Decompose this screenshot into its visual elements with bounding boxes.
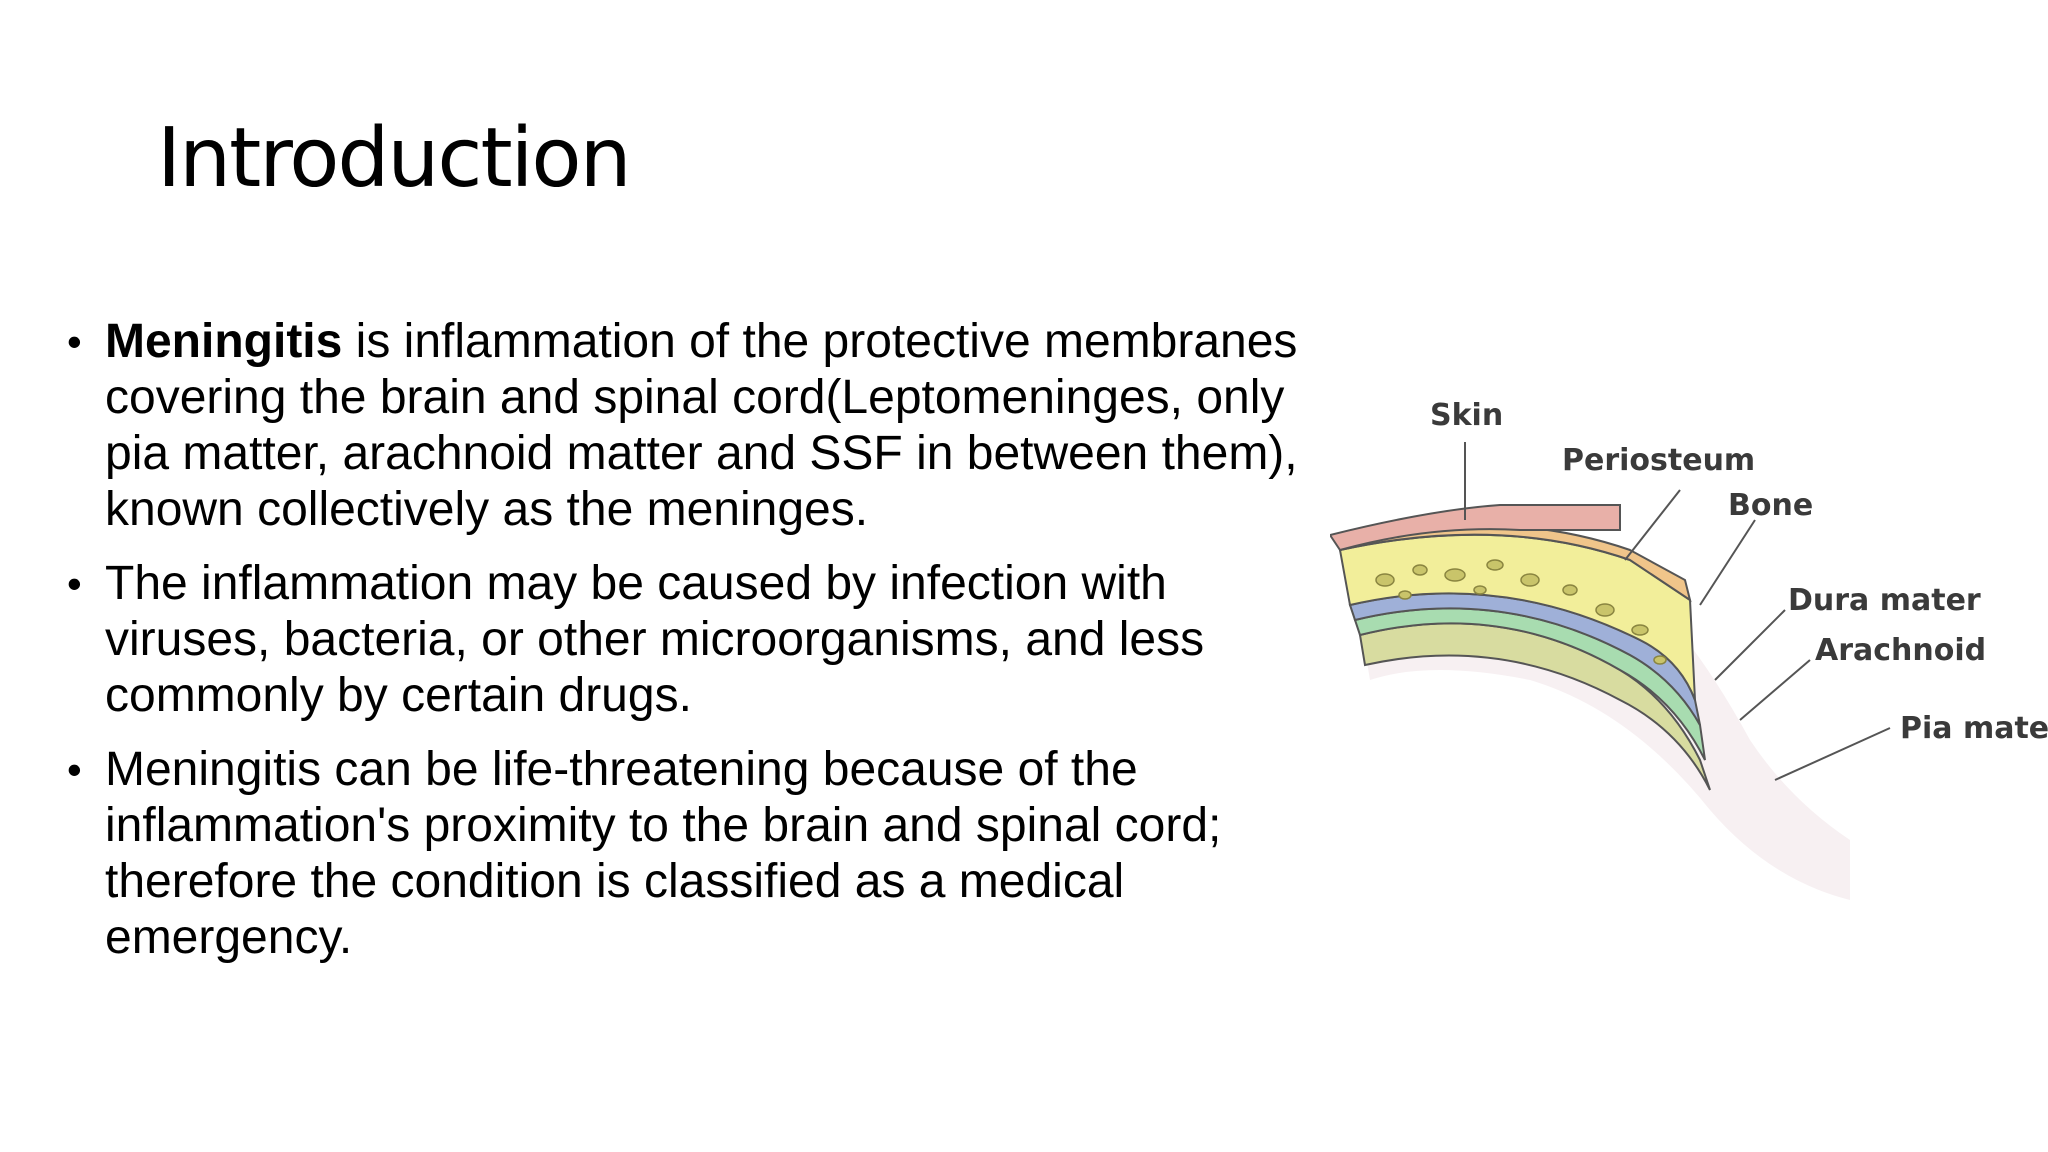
bone-spot xyxy=(1631,624,1649,636)
periosteum-leader xyxy=(1624,489,1681,561)
label-bone: Bone xyxy=(1728,488,1813,523)
bullet-text: The inflammation may be caused by infect… xyxy=(105,557,1205,722)
bone-spot xyxy=(1562,584,1578,596)
bullet-text: is inflammation of the protective membra… xyxy=(105,315,1298,536)
bone-spot xyxy=(1595,603,1615,617)
bullet-item: • Meningitis is inflammation of the prot… xyxy=(62,314,1332,538)
bone-spot xyxy=(1444,568,1466,582)
meninges-diagram-svg: Skin Periosteum Bone Dura mater Arachnoi… xyxy=(1330,398,2048,900)
bone-spot xyxy=(1520,573,1540,587)
arachnoid-leader xyxy=(1739,659,1811,721)
bullet-list: • Meningitis is inflammation of the prot… xyxy=(62,314,1332,984)
bullet-item: • Meningitis can be life-threatening bec… xyxy=(62,742,1332,966)
label-arachnoid: Arachnoid xyxy=(1815,633,1986,668)
bullet-dot-icon: • xyxy=(67,318,82,365)
bullet-dot-icon: • xyxy=(67,560,82,607)
bone-spot xyxy=(1486,559,1504,571)
dura-leader xyxy=(1714,609,1786,681)
leader-lines xyxy=(1464,442,1891,781)
bullet-dot-icon: • xyxy=(67,746,82,793)
slide-title: Introduction xyxy=(157,111,632,206)
pia-leader xyxy=(1774,727,1891,781)
label-periosteum: Periosteum xyxy=(1562,443,1755,478)
bone-spot xyxy=(1473,585,1487,595)
bone-spot xyxy=(1412,564,1428,576)
skin-layer xyxy=(1330,504,1621,552)
bullet-item: • The inflammation may be caused by infe… xyxy=(62,556,1332,724)
bone-spot xyxy=(1375,573,1395,587)
label-skin: Skin xyxy=(1430,398,1503,433)
bone-spots xyxy=(1375,559,1667,665)
bone-spot xyxy=(1653,655,1667,665)
label-pia-mater: Pia mater xyxy=(1900,711,2048,746)
bullet-bold-lead: Meningitis xyxy=(105,315,343,368)
bone-leader xyxy=(1699,519,1756,606)
bullet-text: Meningitis can be life-threatening becau… xyxy=(105,743,1222,964)
bone-spot xyxy=(1398,590,1412,600)
label-dura-mater: Dura mater xyxy=(1788,583,1981,618)
meninges-diagram: Skin Periosteum Bone Dura mater Arachnoi… xyxy=(1330,380,2048,920)
